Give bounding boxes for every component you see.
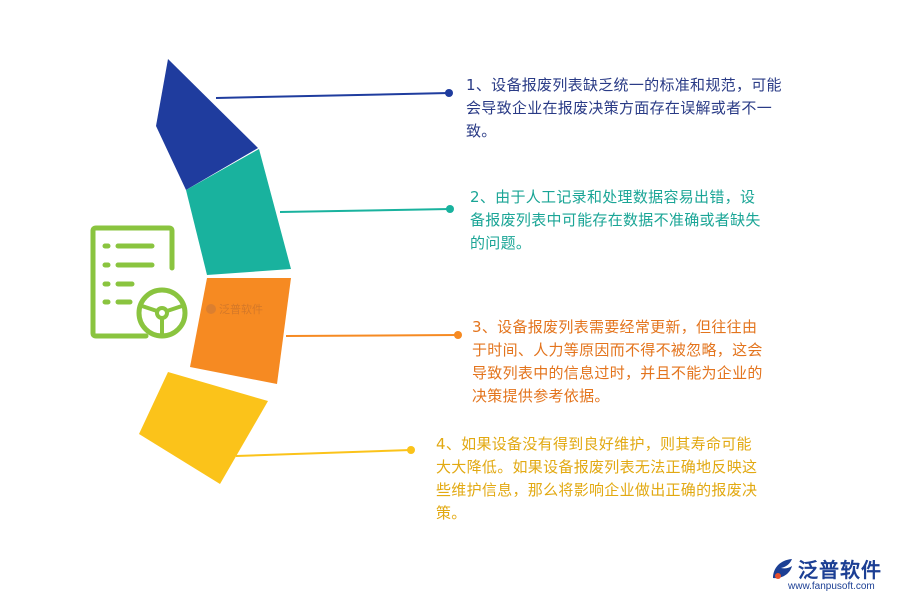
segment-1 <box>156 59 258 190</box>
note-3: 3、设备报废列表需要经常更新，但往往由于时间、人力等原因而不得不被忽略，这会导致… <box>472 318 763 405</box>
watermark-text: 泛普软件 <box>219 302 263 316</box>
brand-url: www.fanpusoft.com <box>788 581 875 592</box>
brand-mark-icon <box>773 559 792 579</box>
brand-name: 泛普软件 <box>798 558 882 582</box>
document-steering-wheel-icon <box>90 225 188 339</box>
connector-1 <box>215 89 453 99</box>
brand-logo: 泛普软件 www.fanpusoft.com <box>764 554 894 596</box>
segment-4 <box>139 372 268 484</box>
note-1: 1、设备报废列表缺乏统一的标准和规范，可能会导致企业在报废决策方面存在误解或者不… <box>466 76 782 140</box>
watermark: 泛普软件 <box>206 302 263 316</box>
note-4: 4、如果设备没有得到良好维护，则其寿命可能大大降低。如果设备报废列表无法正确地反… <box>436 435 758 522</box>
note-2: 2、由于人工记录和处理数据容易出错，设备报废列表中可能存在数据不准确或者缺失的问… <box>470 188 761 252</box>
segment-2 <box>186 149 291 275</box>
connector-4 <box>235 446 415 457</box>
connector-2 <box>279 205 454 213</box>
segment-3 <box>190 278 291 384</box>
connector-3 <box>285 331 462 339</box>
